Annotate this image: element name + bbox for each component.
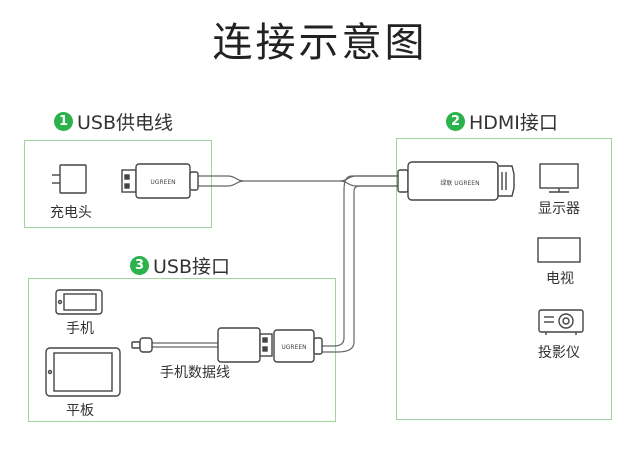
- hdmi-plug-brand: 绿联 UGREEN: [440, 179, 479, 187]
- usb-plug-brand: UGREEN: [150, 179, 175, 186]
- charger-icon: [52, 164, 87, 194]
- hdmi-label: HDMI接口: [469, 112, 558, 134]
- usb-power-header: 1 USB供电线: [54, 108, 173, 135]
- section-number-2: 2: [446, 112, 465, 131]
- section-number-3: 3: [130, 256, 149, 275]
- phone-label: 手机: [66, 321, 94, 337]
- hdmi-frame: [396, 138, 612, 420]
- projector-label: 投影仪: [538, 345, 580, 361]
- tablet-icon: [45, 347, 121, 397]
- section-number-1: 1: [54, 112, 73, 131]
- usb-power-frame: [24, 140, 212, 228]
- usb-port-frame: [28, 278, 336, 422]
- tablet-label: 平板: [66, 403, 94, 419]
- display-icon: [539, 163, 579, 193]
- usb-port-header: 3 USB接口: [130, 252, 230, 279]
- phone-cable-label: 手机数据线: [160, 365, 230, 381]
- phone-icon: [55, 289, 103, 315]
- hdmi-header: 2 HDMI接口: [446, 108, 558, 135]
- charger-label: 充电头: [50, 205, 92, 221]
- cable-wires: [150, 175, 398, 353]
- usb-port-label: USB接口: [153, 256, 231, 278]
- hdmi-plug-icon: 绿联 UGREEN: [397, 161, 515, 201]
- projector-icon: [538, 309, 584, 335]
- display-label: 显示器: [538, 201, 580, 217]
- page-title: 连接示意图: [212, 20, 428, 66]
- phone-cable-usb-plug-icon: [217, 327, 273, 363]
- tv-icon: [537, 237, 581, 263]
- phone-cable-tip-icon: [131, 337, 153, 353]
- tv-label: 电视: [546, 271, 574, 287]
- usb-power-plug-icon: UGREEN: [121, 163, 199, 199]
- usb-power-label: USB供电线: [77, 112, 174, 134]
- usb-socket-brand: UGREEN: [281, 344, 306, 351]
- usb-socket-icon: UGREEN: [273, 329, 323, 363]
